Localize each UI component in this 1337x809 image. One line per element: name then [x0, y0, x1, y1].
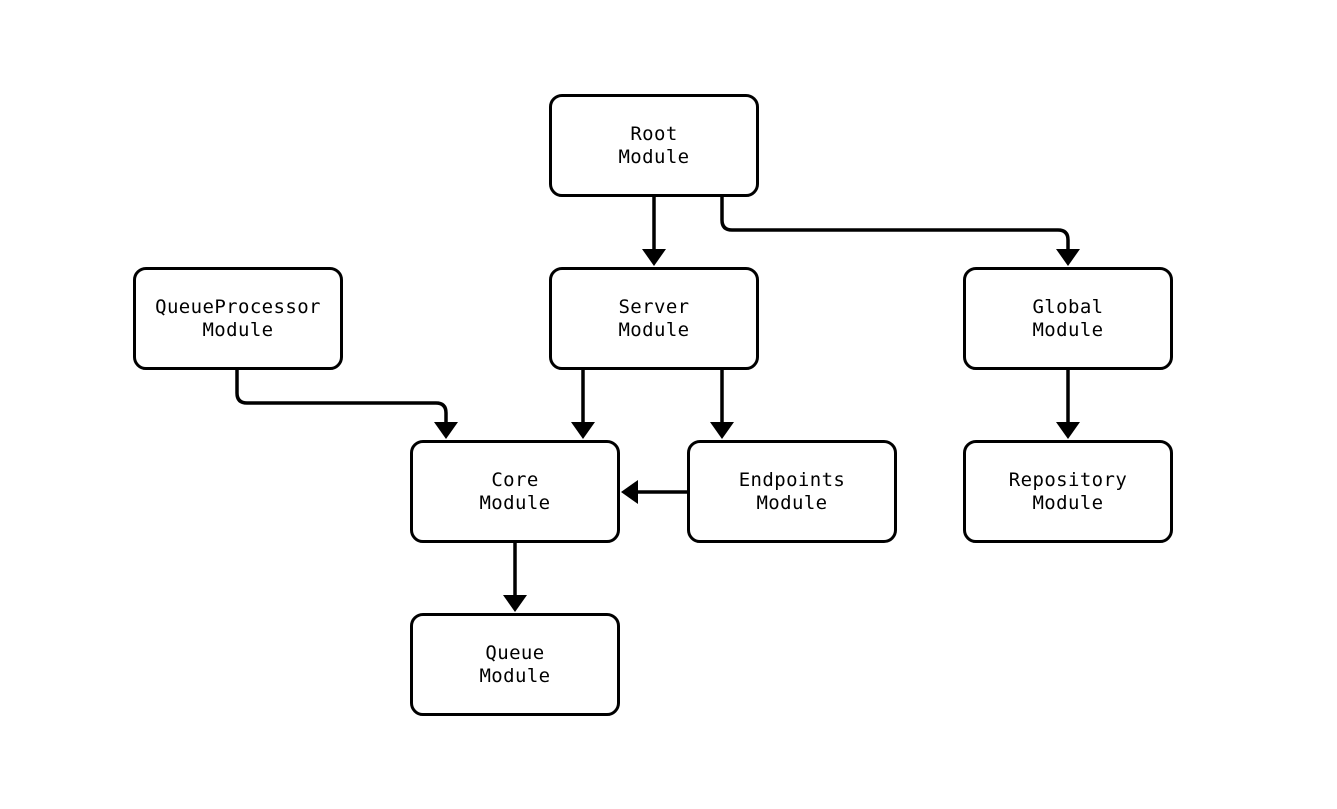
edge-root-to-global: [720, 197, 1080, 266]
node-queueprocessor-module-line1: QueueProcessor: [155, 295, 321, 318]
edge-server-to-core-arrowhead-icon: [571, 422, 595, 439]
node-repository-module[interactable]: Repository Module: [963, 440, 1173, 543]
node-repository-module-line2: Module: [1032, 491, 1104, 514]
edge-core-to-queue: [503, 543, 527, 612]
edge-server-to-core: [571, 370, 595, 439]
edge-root-to-global-line: [720, 197, 1070, 258]
edge-server-to-endpoints: [710, 370, 734, 439]
edge-server-to-endpoints-arrowhead-icon: [710, 422, 734, 439]
edge-queueprocessor-to-core-line: [235, 370, 448, 431]
node-queue-module-line2: Module: [479, 664, 551, 687]
node-endpoints-module-line1: Endpoints: [738, 468, 846, 491]
edge-endpoints-to-core-arrowhead-icon: [621, 480, 638, 504]
node-core-module[interactable]: Core Module: [410, 440, 620, 543]
node-queue-module[interactable]: Queue Module: [410, 613, 620, 716]
node-root-module[interactable]: Root Module: [549, 94, 759, 197]
edge-global-to-repository: [1056, 370, 1080, 439]
edge-root-to-global-arrowhead-icon: [1056, 249, 1080, 266]
node-queue-module-line1: Queue: [485, 641, 545, 664]
node-global-module-line1: Global: [1032, 295, 1104, 318]
node-core-module-line1: Core: [491, 468, 539, 491]
node-server-module-line2: Module: [618, 318, 690, 341]
node-root-module-line1: Root: [630, 122, 678, 145]
edge-root-to-server-arrowhead-icon: [642, 249, 666, 266]
edge-queueprocessor-to-core: [235, 370, 458, 439]
node-server-module-line1: Server: [618, 295, 690, 318]
node-queueprocessor-module[interactable]: QueueProcessor Module: [133, 267, 343, 370]
node-server-module[interactable]: Server Module: [549, 267, 759, 370]
edge-global-to-repository-arrowhead-icon: [1056, 422, 1080, 439]
node-core-module-line2: Module: [479, 491, 551, 514]
edge-core-to-queue-arrowhead-icon: [503, 595, 527, 612]
edge-root-to-server: [642, 197, 666, 266]
node-repository-module-line1: Repository: [1008, 468, 1128, 491]
node-endpoints-module-line2: Module: [756, 491, 828, 514]
node-queueprocessor-module-line2: Module: [202, 318, 274, 341]
node-global-module-line2: Module: [1032, 318, 1104, 341]
node-endpoints-module[interactable]: Endpoints Module: [687, 440, 897, 543]
edge-queueprocessor-to-core-arrowhead-icon: [434, 422, 458, 439]
node-global-module[interactable]: Global Module: [963, 267, 1173, 370]
node-root-module-line2: Module: [618, 145, 690, 168]
edge-endpoints-to-core: [621, 480, 687, 504]
